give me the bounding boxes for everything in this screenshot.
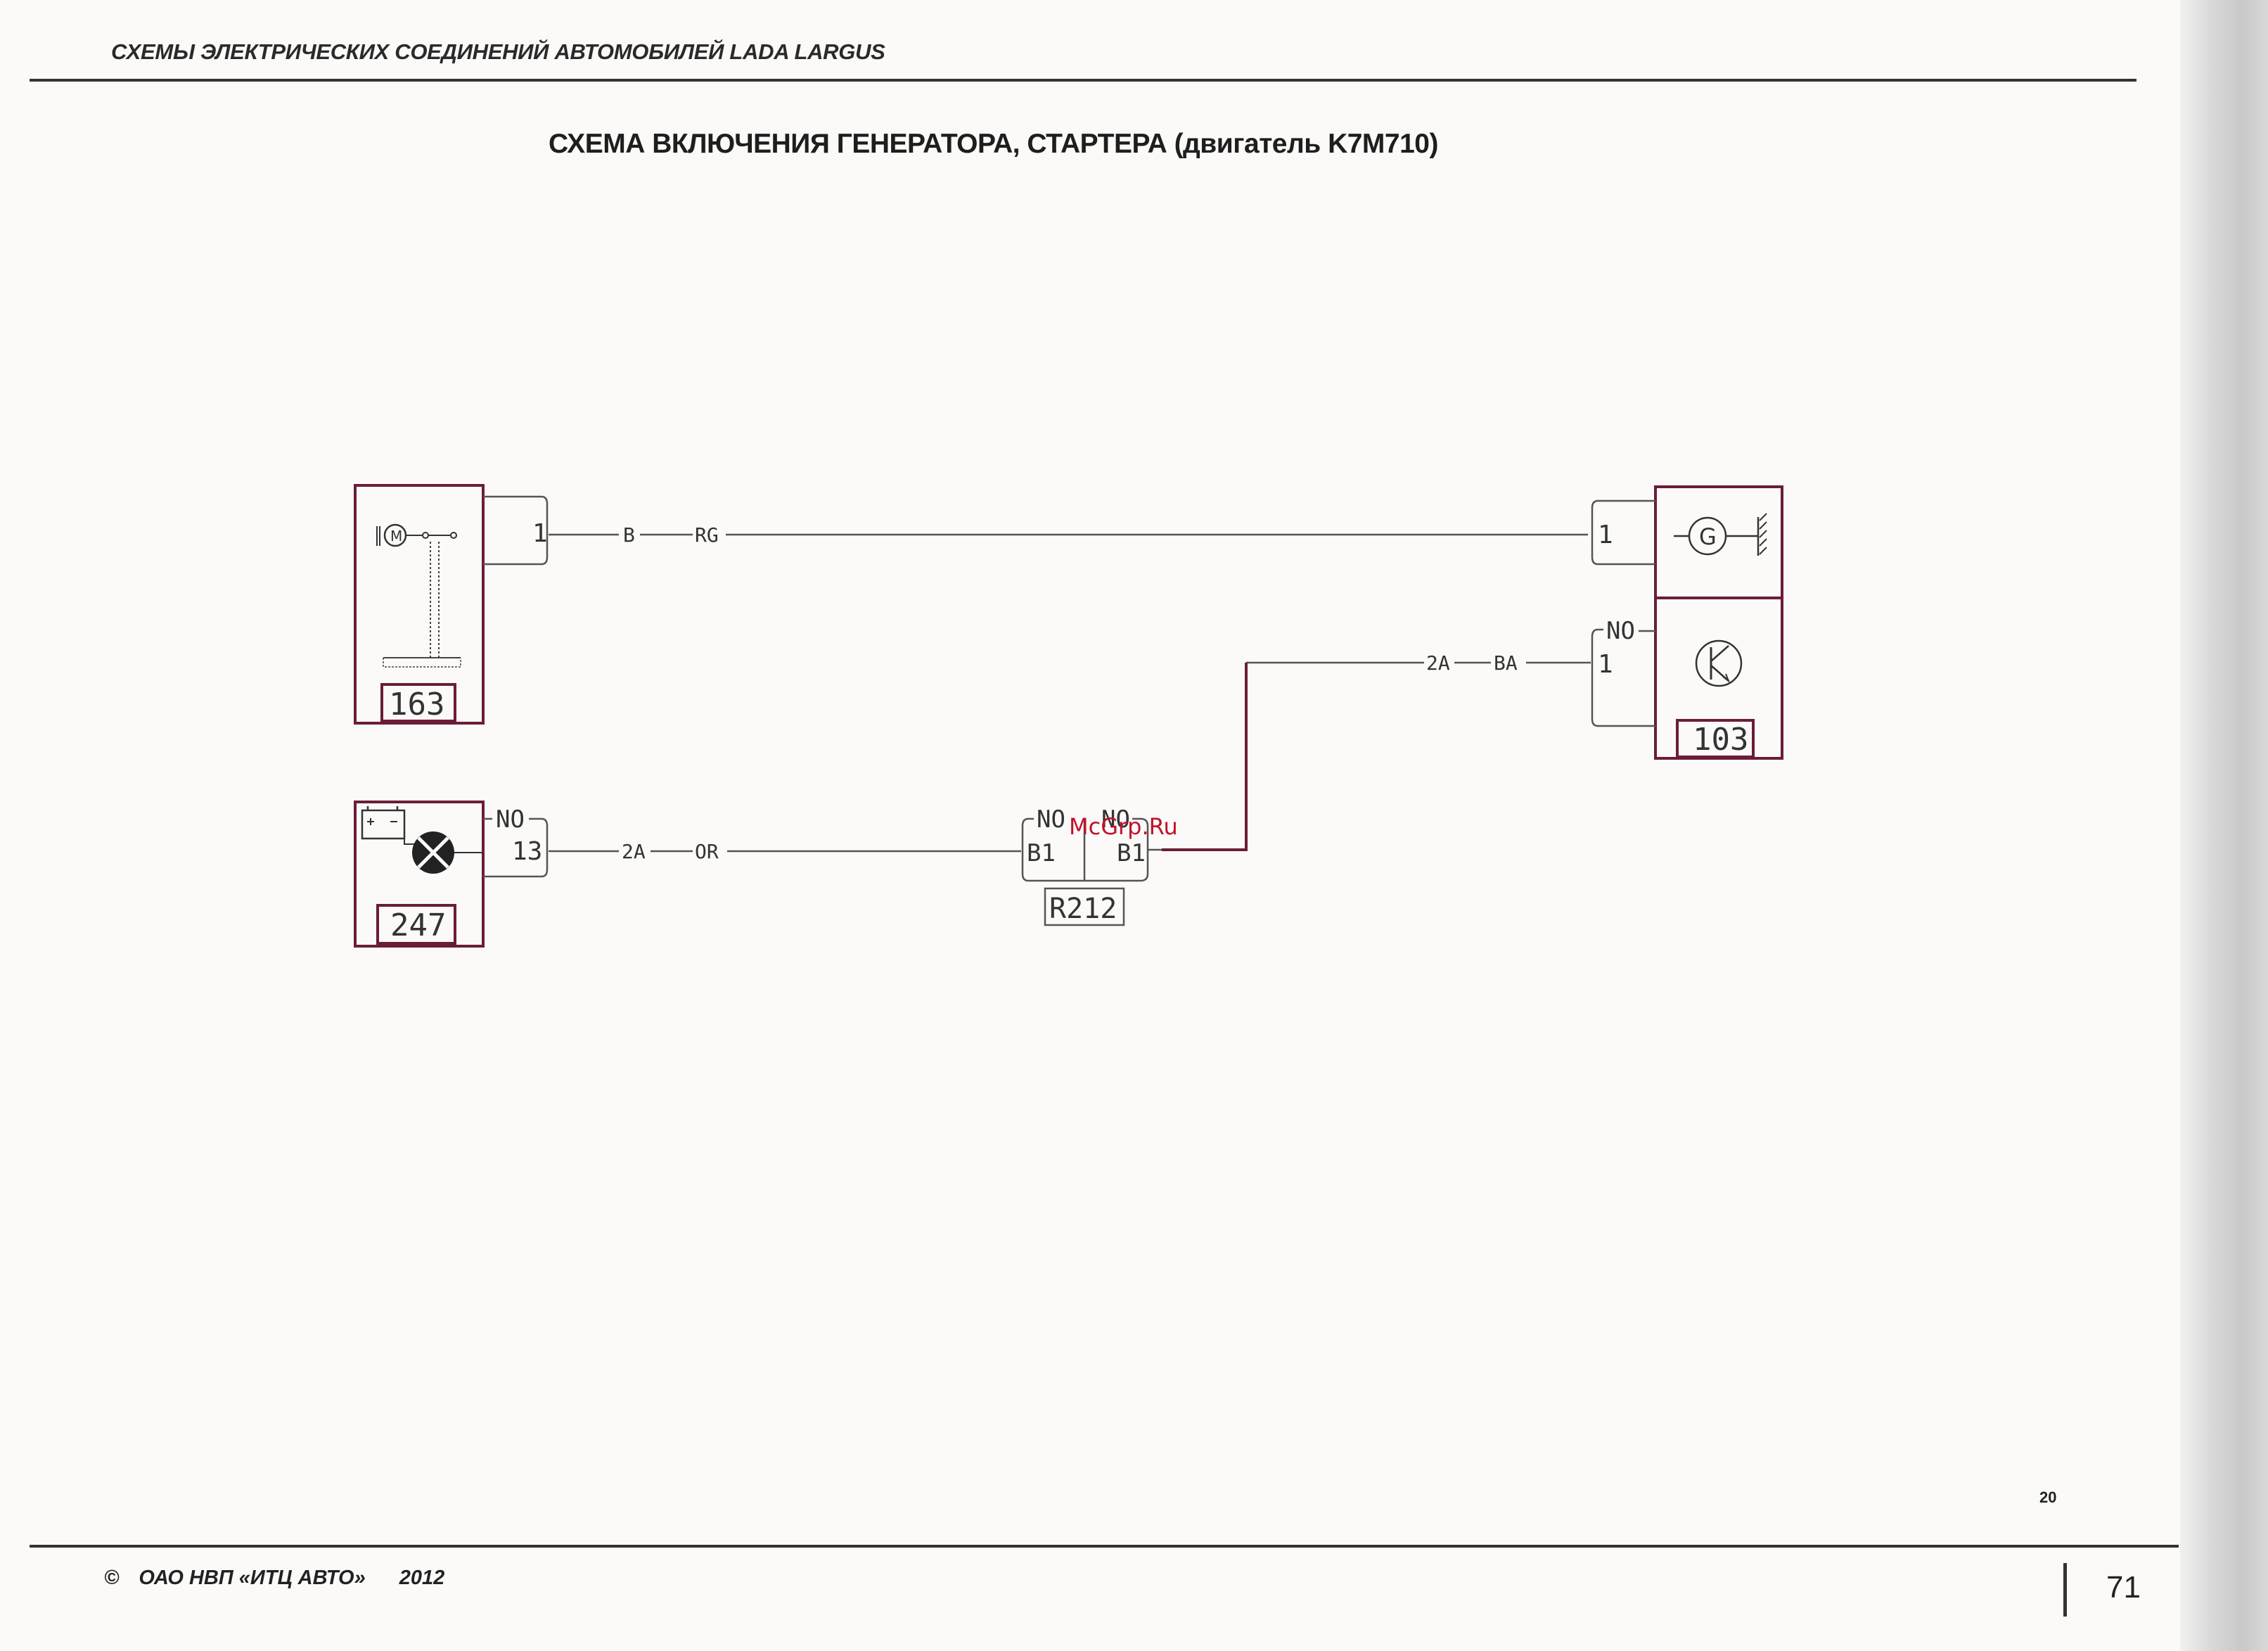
generator-icon: G bbox=[1674, 514, 1767, 556]
wire-2-section: 2A bbox=[1426, 651, 1450, 675]
page-number: 71 bbox=[2106, 1570, 2141, 1605]
motor-label: M bbox=[390, 528, 402, 544]
connector-right-pin: B1 bbox=[1117, 839, 1146, 867]
wire-starter-to-alternator: B RG bbox=[549, 523, 1588, 547]
regulator-icon bbox=[1696, 641, 1741, 686]
starter-id: 163 bbox=[389, 687, 444, 722]
wire-3-section: 2A bbox=[622, 840, 646, 863]
wire-cluster-to-connector: 2A OR bbox=[549, 840, 1021, 863]
copyright-symbol: © bbox=[104, 1567, 119, 1589]
generator-label: G bbox=[1699, 523, 1717, 550]
footer-note: 20 bbox=[2039, 1489, 2056, 1507]
connector-id: R212 bbox=[1049, 893, 1117, 925]
cluster-id: 247 bbox=[390, 907, 446, 943]
instrument-cluster-component: 247 NO 13 bbox=[355, 802, 547, 946]
wire-1-section: B bbox=[623, 523, 635, 547]
publication-year: 2012 bbox=[399, 1567, 445, 1589]
wire-2-color: BA bbox=[1494, 651, 1518, 675]
watermark: McGrp.Ru bbox=[1069, 813, 1178, 840]
alternator-id: 103 bbox=[1693, 722, 1748, 758]
cluster-pin: 13 bbox=[512, 837, 542, 866]
wire-1-color: RG bbox=[695, 523, 719, 547]
alternator-pin-top: 1 bbox=[1598, 521, 1613, 549]
footer-rule bbox=[30, 1545, 2179, 1548]
starter-pin: 1 bbox=[532, 519, 548, 548]
alternator-pin-tag: NO bbox=[1606, 617, 1635, 645]
connector-left-tag: NO bbox=[1037, 805, 1065, 834]
wire-connector-to-alternator: 2A BA bbox=[1246, 651, 1591, 675]
publisher-name: ОАО НВП «ИТЦ АВТО» bbox=[139, 1567, 365, 1589]
wire-3-color: OR bbox=[695, 840, 719, 863]
starter-component: 163 M 1 bbox=[355, 485, 548, 723]
alternator-component: 103 G 1 NO 1 bbox=[1592, 487, 1782, 758]
cluster-pin-tag: NO bbox=[496, 805, 525, 834]
connector-left-pin: B1 bbox=[1027, 839, 1056, 867]
footer-copyright: © ОАО НВП «ИТЦ АВТО» 2012 bbox=[104, 1567, 464, 1590]
warning-lamp-icon bbox=[412, 831, 483, 874]
motor-icon: M bbox=[377, 525, 461, 667]
alternator-pin-bottom: 1 bbox=[1598, 650, 1613, 679]
page-number-bar bbox=[2063, 1563, 2067, 1617]
